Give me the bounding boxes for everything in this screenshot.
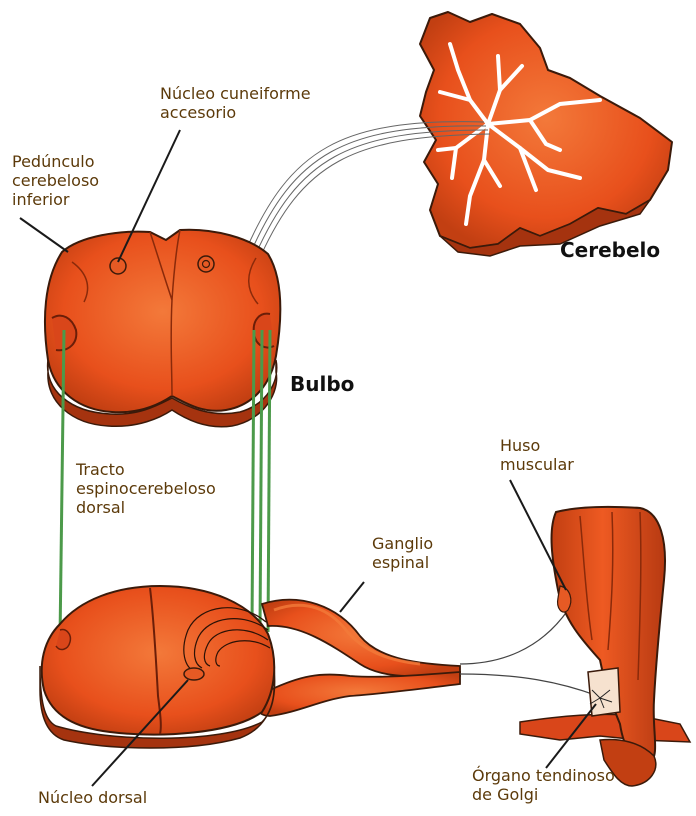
label-cerebelo: Cerebelo (560, 238, 660, 262)
spinal-nerve (256, 600, 460, 716)
label-ganglio-espinal: Ganglio espinal (372, 534, 433, 572)
spinal-cord-section (40, 586, 275, 748)
label-huso-muscular: Huso muscular (500, 436, 574, 474)
label-bulbo: Bulbo (290, 372, 354, 396)
bulbo-section (45, 230, 280, 427)
nucleo-dorsal-marker (184, 668, 204, 680)
cerebellum (420, 12, 672, 256)
label-nucleo-dorsal: Núcleo dorsal (38, 788, 147, 807)
label-pedunculo-cerebeloso: Pedúnculo cerebeloso inferior (12, 152, 99, 209)
label-nucleo-cuneiforme: Núcleo cuneiforme accesorio (160, 84, 311, 122)
label-organo-golgi: Órgano tendinoso de Golgi (472, 766, 615, 804)
label-tracto: Tracto espinocerebeloso dorsal (76, 460, 216, 517)
